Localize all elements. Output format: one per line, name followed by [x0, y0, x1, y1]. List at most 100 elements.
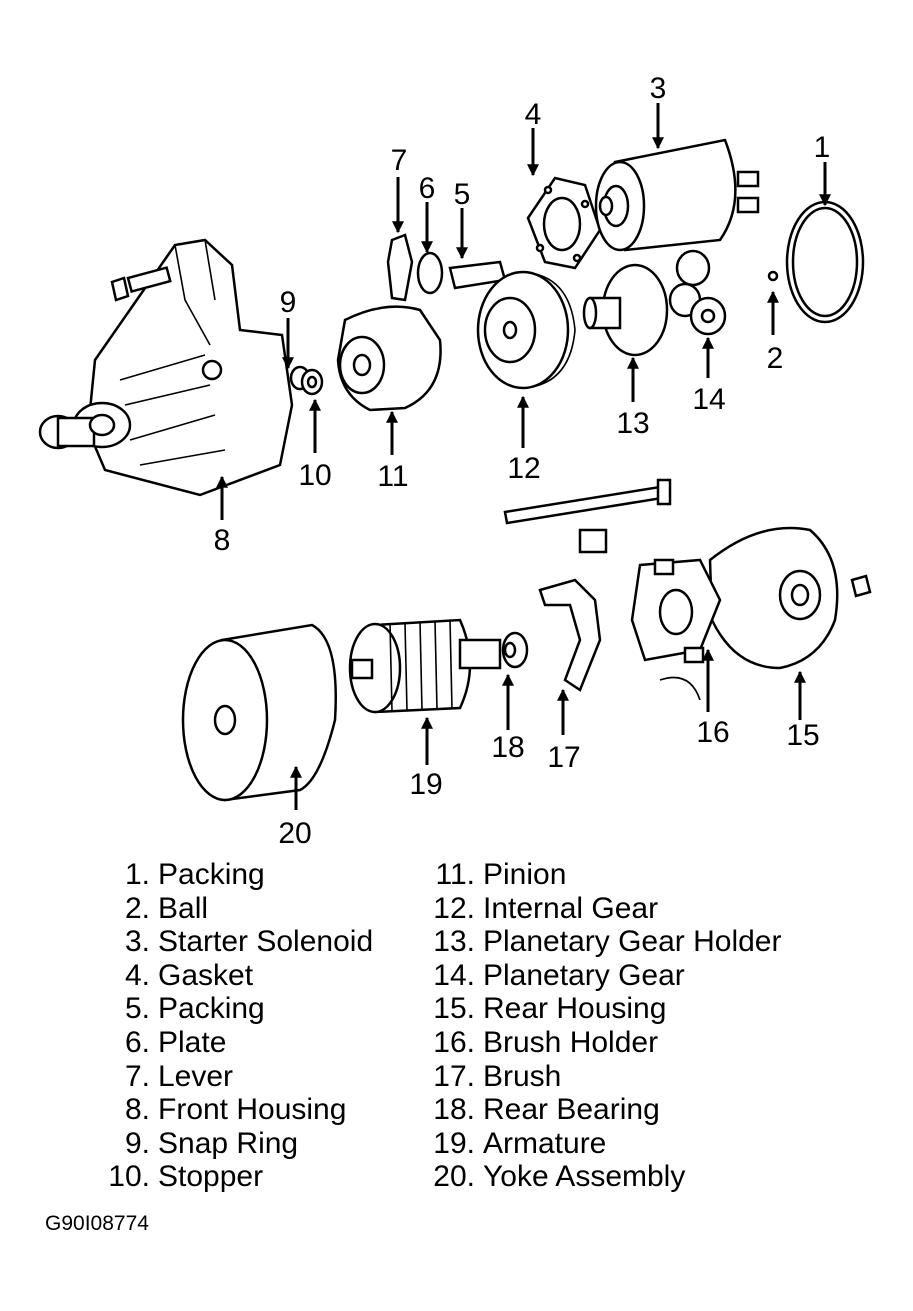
figure-code: G90I08774	[45, 1212, 149, 1235]
callout-10: 10	[298, 459, 331, 492]
legend-item: 14.Planetary Gear	[420, 959, 781, 993]
legend-number: 5.	[124, 992, 150, 1026]
packing-ring-part	[785, 200, 865, 324]
legend-number: 9.	[124, 1126, 150, 1160]
legend-number: 7.	[124, 1059, 150, 1093]
callout-3: 3	[650, 72, 667, 105]
legend-label: Internal Gear	[483, 891, 659, 925]
legend-label: Armature	[483, 1126, 607, 1160]
legend-label: Pinion	[483, 858, 567, 891]
rear-housing-part	[708, 526, 872, 670]
planetary-gear-holder-part	[582, 263, 669, 357]
callout-14: 14	[692, 383, 725, 416]
yoke-assembly-part	[181, 623, 337, 802]
legend-item: 6.Plate	[100, 1026, 373, 1060]
lever-part	[386, 233, 414, 302]
callout-12: 12	[507, 452, 540, 485]
legend-item: 19.Armature	[420, 1127, 781, 1161]
legend-label: Stopper	[158, 1160, 264, 1194]
starter-solenoid-part	[594, 138, 760, 252]
callout-9: 9	[280, 286, 297, 319]
exploded-diagram: 1 2 3 4 5 6 7 8 9 10 11 12 13 14 15 16 1…	[38, 72, 872, 850]
stopper-part	[300, 368, 324, 396]
legend-label: Rear Bearing	[483, 1093, 660, 1127]
pinion-part	[336, 305, 442, 412]
legend-item: 1.Packing	[100, 858, 373, 892]
legend-item: 2.Ball	[100, 892, 373, 926]
callout-11: 11	[377, 460, 408, 493]
callout-20: 20	[278, 817, 311, 850]
legend-item: 11.Pinion	[420, 858, 781, 892]
legend-item: 4.Gasket	[100, 959, 373, 993]
planetary-gear-part	[668, 249, 727, 336]
legend-item: 16.Brush Holder	[420, 1026, 781, 1060]
callout-15: 15	[786, 719, 819, 752]
legend-item: 10.Stopper	[100, 1160, 373, 1194]
callout-4: 4	[525, 98, 542, 131]
callout-labels: 1 2 3 4 5 6 7 8 9 10 11 12 13 14 15 16 1…	[214, 72, 831, 850]
legend-number: 12.	[433, 891, 475, 925]
legend-column-left: 1.Packing 2.Ball 3.Starter Solenoid 4.Ga…	[100, 858, 373, 1194]
legend-number: 6.	[124, 1025, 150, 1059]
legend-number: 4.	[124, 958, 150, 992]
callout-2: 2	[767, 342, 784, 375]
legend-label: Snap Ring	[158, 1126, 299, 1160]
legend-item: 9.Snap Ring	[100, 1127, 373, 1161]
callout-13: 13	[616, 407, 649, 440]
legend-number: 17.	[433, 1059, 475, 1093]
legend-label: Ball	[158, 891, 209, 925]
legend-label: Starter Solenoid	[158, 925, 374, 959]
legend-label: Brush Holder	[483, 1025, 659, 1059]
ball-part	[767, 270, 779, 282]
legend-label: Packing	[158, 992, 265, 1026]
legend-label: Brush	[483, 1059, 562, 1093]
legend-item: 12.Internal Gear	[420, 892, 781, 926]
callout-8: 8	[214, 524, 231, 557]
leader-arrows	[216, 103, 831, 810]
legend-number: 18.	[433, 1093, 475, 1127]
legend-number: 15.	[433, 992, 475, 1026]
legend-number: 19.	[433, 1126, 475, 1160]
legend-number: 2.	[124, 891, 150, 925]
callout-1: 1	[814, 131, 831, 164]
legend-item: 13.Planetary Gear Holder	[420, 925, 781, 959]
callout-6: 6	[419, 172, 436, 205]
legend-item: 7.Lever	[100, 1060, 373, 1094]
legend-label: Packing	[158, 858, 265, 891]
legend-label: Yoke Assembly	[483, 1160, 686, 1194]
legend-item: 3.Starter Solenoid	[100, 925, 373, 959]
callout-18: 18	[491, 731, 524, 764]
legend-number: 3.	[124, 925, 150, 959]
legend-label: Rear Housing	[483, 992, 667, 1026]
callout-7: 7	[391, 144, 408, 177]
legend-number: 1.	[124, 858, 150, 891]
armature-part	[348, 618, 502, 714]
legend-item: 17.Brush	[420, 1060, 781, 1094]
legend-number: 13.	[433, 925, 475, 959]
front-housing-part	[38, 238, 294, 497]
legend-label: Front Housing	[158, 1093, 347, 1127]
legend-item: 18.Rear Bearing	[420, 1093, 781, 1127]
rear-bearing-part	[501, 631, 529, 669]
legend-column-right: 11.Pinion 12.Internal Gear 13.Planetary …	[420, 858, 781, 1194]
callout-19: 19	[409, 768, 442, 801]
legend-number: 14.	[433, 958, 475, 992]
through-bolt-part	[503, 478, 672, 525]
callout-17: 17	[547, 741, 580, 774]
gasket-part	[526, 176, 602, 270]
legend-label: Plate	[158, 1025, 227, 1059]
legend-number: 8.	[124, 1093, 150, 1127]
legend-item: 8.Front Housing	[100, 1093, 373, 1127]
legend-number: 20.	[433, 1160, 475, 1194]
brush-holder-part	[630, 558, 722, 701]
legend-number: 16.	[433, 1025, 475, 1059]
legend-number: 10.	[108, 1160, 150, 1194]
legend-label: Planetary Gear Holder	[483, 925, 782, 959]
plate-part	[416, 251, 444, 295]
legend-label: Gasket	[158, 958, 254, 992]
legend-item: 20.Yoke Assembly	[420, 1160, 781, 1194]
brush-part	[538, 528, 608, 692]
legend-item: 5.Packing	[100, 992, 373, 1026]
legend-label: Planetary Gear	[483, 958, 685, 992]
legend-number: 11.	[435, 858, 475, 891]
